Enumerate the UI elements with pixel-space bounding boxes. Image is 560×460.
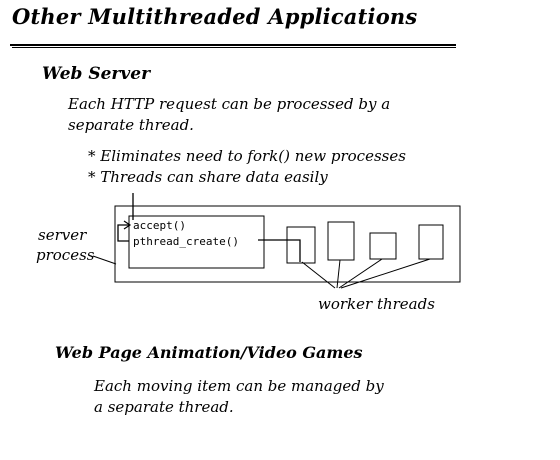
main-thread-box	[128, 215, 265, 269]
animation-description-line-1: Each moving item can be managed by	[94, 377, 384, 395]
bullet-eliminates-fork: * Eliminates need to fork() new processe…	[88, 147, 406, 165]
worker-thread-box-3	[369, 232, 397, 260]
section-heading-web-server: Web Server	[42, 64, 151, 84]
web-server-description-line-1: Each HTTP request can be processed by a	[68, 95, 391, 113]
animation-description-line-2: a separate thread.	[94, 398, 234, 416]
server-label-pointer	[92, 255, 117, 265]
server-process-box	[114, 205, 461, 283]
bullet-share-data: * Threads can share data easily	[88, 168, 328, 186]
worker-thread-box-2	[327, 221, 355, 261]
worker-pointer-3	[338, 258, 383, 289]
code-accept: accept()	[133, 219, 186, 232]
worker-pointer-4	[340, 258, 431, 289]
worker-pointer-2	[336, 259, 341, 289]
worker-pointer-1	[301, 261, 336, 289]
web-server-description-line-2: separate thread.	[68, 116, 194, 134]
loop-arrow	[117, 224, 129, 242]
label-worker-threads: worker threads	[318, 295, 435, 313]
loop-arrow-head	[123, 220, 132, 230]
spawn-line	[258, 239, 301, 262]
worker-thread-box-4	[418, 224, 444, 260]
page-title: Other Multithreaded Applications	[12, 4, 418, 29]
worker-thread-box-1	[286, 226, 316, 264]
section-heading-animation: Web Page Animation/Video Games	[55, 343, 363, 362]
code-pthread-create: pthread_create()	[133, 235, 239, 248]
label-server: server	[38, 226, 87, 244]
title-underline	[10, 44, 456, 46]
title-underline-shadow	[12, 47, 456, 48]
label-process: process	[36, 246, 95, 264]
